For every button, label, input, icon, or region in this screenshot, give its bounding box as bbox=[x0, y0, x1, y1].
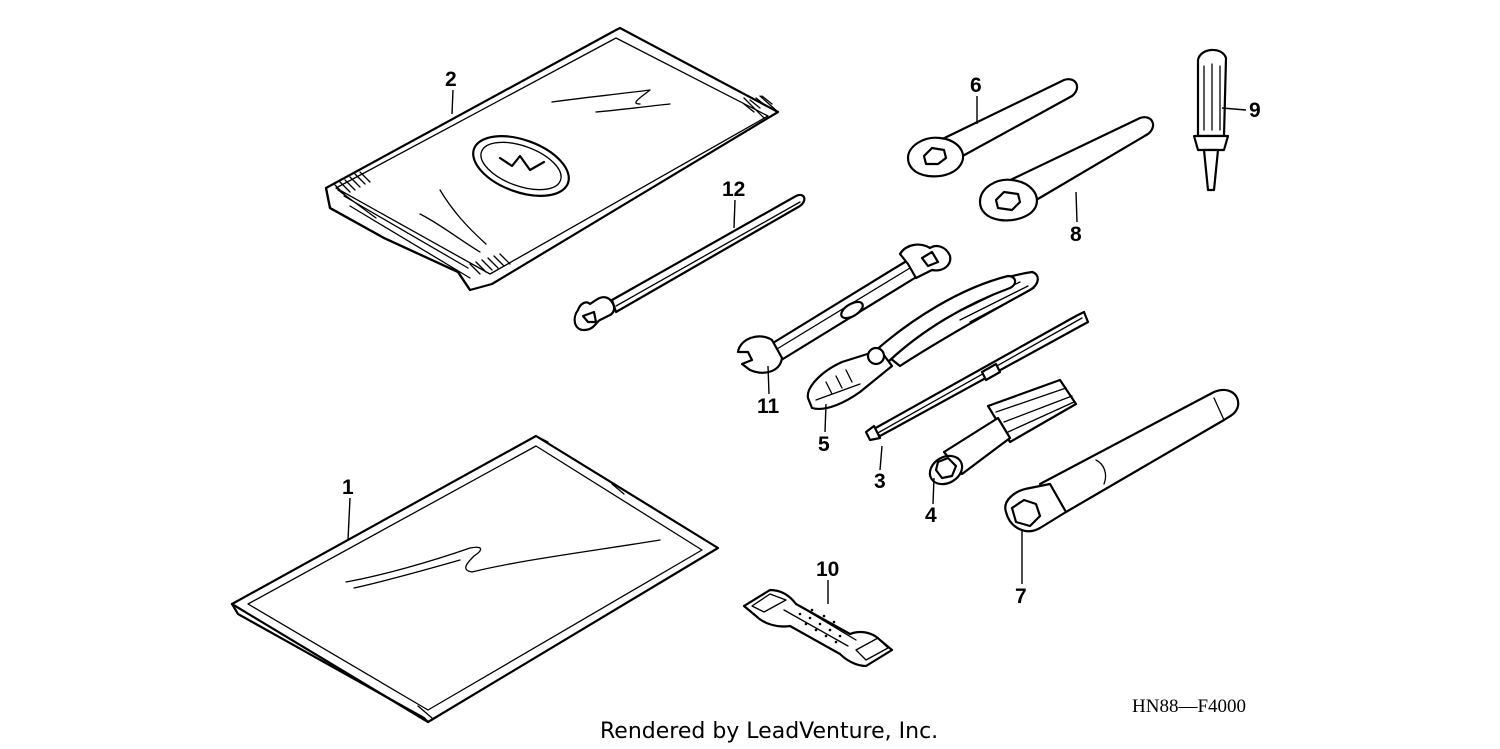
callout-12: 12 bbox=[722, 178, 745, 201]
pliers-drawing bbox=[806, 270, 1039, 410]
screwdriver-drawing bbox=[864, 310, 1090, 442]
leader-2 bbox=[451, 89, 454, 115]
leader-5 bbox=[824, 403, 827, 433]
callout-4: 4 bbox=[925, 504, 937, 527]
callout-5: 5 bbox=[818, 433, 830, 456]
diagram-code: HN88—F4000 bbox=[1132, 696, 1246, 717]
screwdriver-grip-drawing bbox=[1192, 48, 1230, 192]
callout-1: 1 bbox=[342, 476, 354, 499]
box-wrench-drawing bbox=[928, 378, 1078, 486]
callout-6: 6 bbox=[970, 74, 982, 97]
callout-2: 2 bbox=[445, 68, 457, 91]
leader-1 bbox=[347, 497, 351, 541]
leader-11 bbox=[767, 365, 770, 395]
spark-plug-wrench-drawing bbox=[1004, 388, 1240, 533]
manual-envelope-drawing bbox=[230, 434, 720, 724]
leader-8 bbox=[1075, 191, 1078, 223]
tool-strap-drawing bbox=[742, 588, 894, 668]
callout-9: 9 bbox=[1249, 99, 1261, 122]
callout-8: 8 bbox=[1070, 223, 1082, 246]
callout-3: 3 bbox=[874, 470, 886, 493]
ring-wrench-small-drawing bbox=[906, 78, 1079, 178]
tool-bag-drawing bbox=[324, 26, 780, 292]
spoke-wrench-drawing bbox=[573, 193, 806, 332]
open-end-wrench-drawing bbox=[736, 243, 952, 374]
callouts: 1 2 3 4 5 6 7 8 9 10 11 12 bbox=[342, 68, 1261, 608]
callout-7: 7 bbox=[1015, 585, 1027, 608]
leader-3 bbox=[879, 445, 883, 471]
render-credit: Rendered by LeadVenture, Inc. bbox=[600, 719, 938, 744]
leader-4 bbox=[932, 477, 935, 505]
leader-9 bbox=[1221, 107, 1247, 111]
ring-wrench-large-drawing bbox=[978, 116, 1155, 222]
leader-12 bbox=[733, 199, 736, 229]
leader-lines bbox=[347, 89, 1247, 604]
callout-11: 11 bbox=[757, 395, 780, 418]
callout-10: 10 bbox=[816, 558, 839, 581]
